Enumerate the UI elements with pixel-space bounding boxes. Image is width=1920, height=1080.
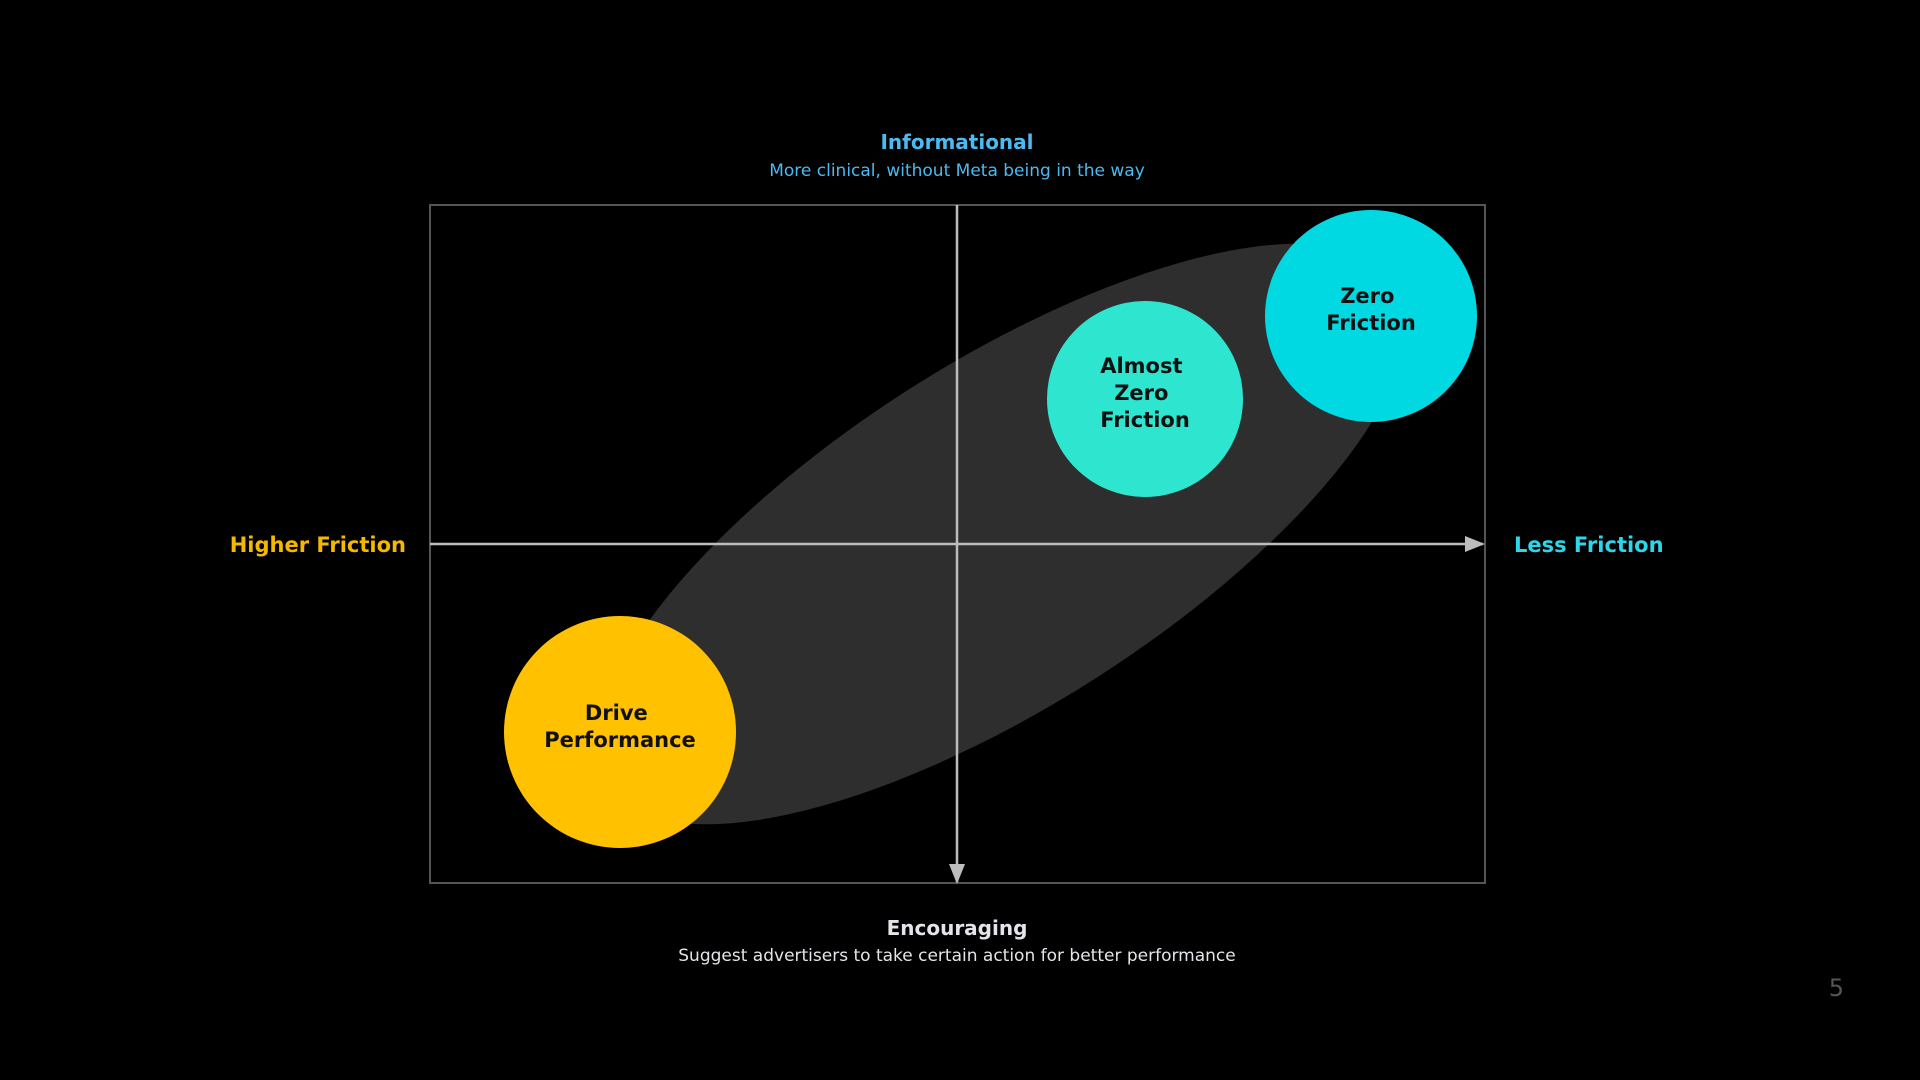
zero-friction-label-line-1: Zero	[1340, 284, 1394, 308]
drive-performance-circle	[504, 616, 736, 848]
drive-performance-label-line-1: Drive	[585, 701, 648, 725]
almost-zero-friction-label-line-2: Zero	[1114, 381, 1168, 405]
top-axis-title: Informational	[880, 130, 1033, 154]
zero-friction-label-line-2: Friction	[1326, 311, 1416, 335]
bottom-axis-title: Encouraging	[887, 916, 1028, 940]
zero-friction-circle	[1265, 210, 1477, 422]
almost-zero-friction-label-line-1: Almost	[1100, 354, 1182, 378]
svg-text:Drive Performance: Drive Performance	[544, 701, 696, 752]
page-number: 5	[1828, 974, 1844, 1002]
almost-zero-friction-node: Almost Zero Friction	[1047, 301, 1243, 497]
bottom-axis-subtitle: Suggest advertisers to take certain acti…	[678, 946, 1235, 966]
svg-text:Almost Zero Fricti: Almost Zero Friction	[1100, 354, 1190, 432]
svg-text:Zero Friction: Zero Friction	[1326, 284, 1416, 335]
drive-performance-label-line-2: Performance	[544, 728, 696, 752]
almost-zero-friction-circle	[1047, 301, 1243, 497]
right-axis-label: Less Friction	[1514, 533, 1664, 557]
left-axis-label: Higher Friction	[230, 533, 406, 557]
almost-zero-friction-label-line-3: Friction	[1100, 408, 1190, 432]
zero-friction-node: Zero Friction	[1265, 210, 1477, 422]
top-axis-subtitle: More clinical, without Meta being in the…	[769, 161, 1145, 181]
drive-performance-node: Drive Performance	[504, 616, 736, 848]
